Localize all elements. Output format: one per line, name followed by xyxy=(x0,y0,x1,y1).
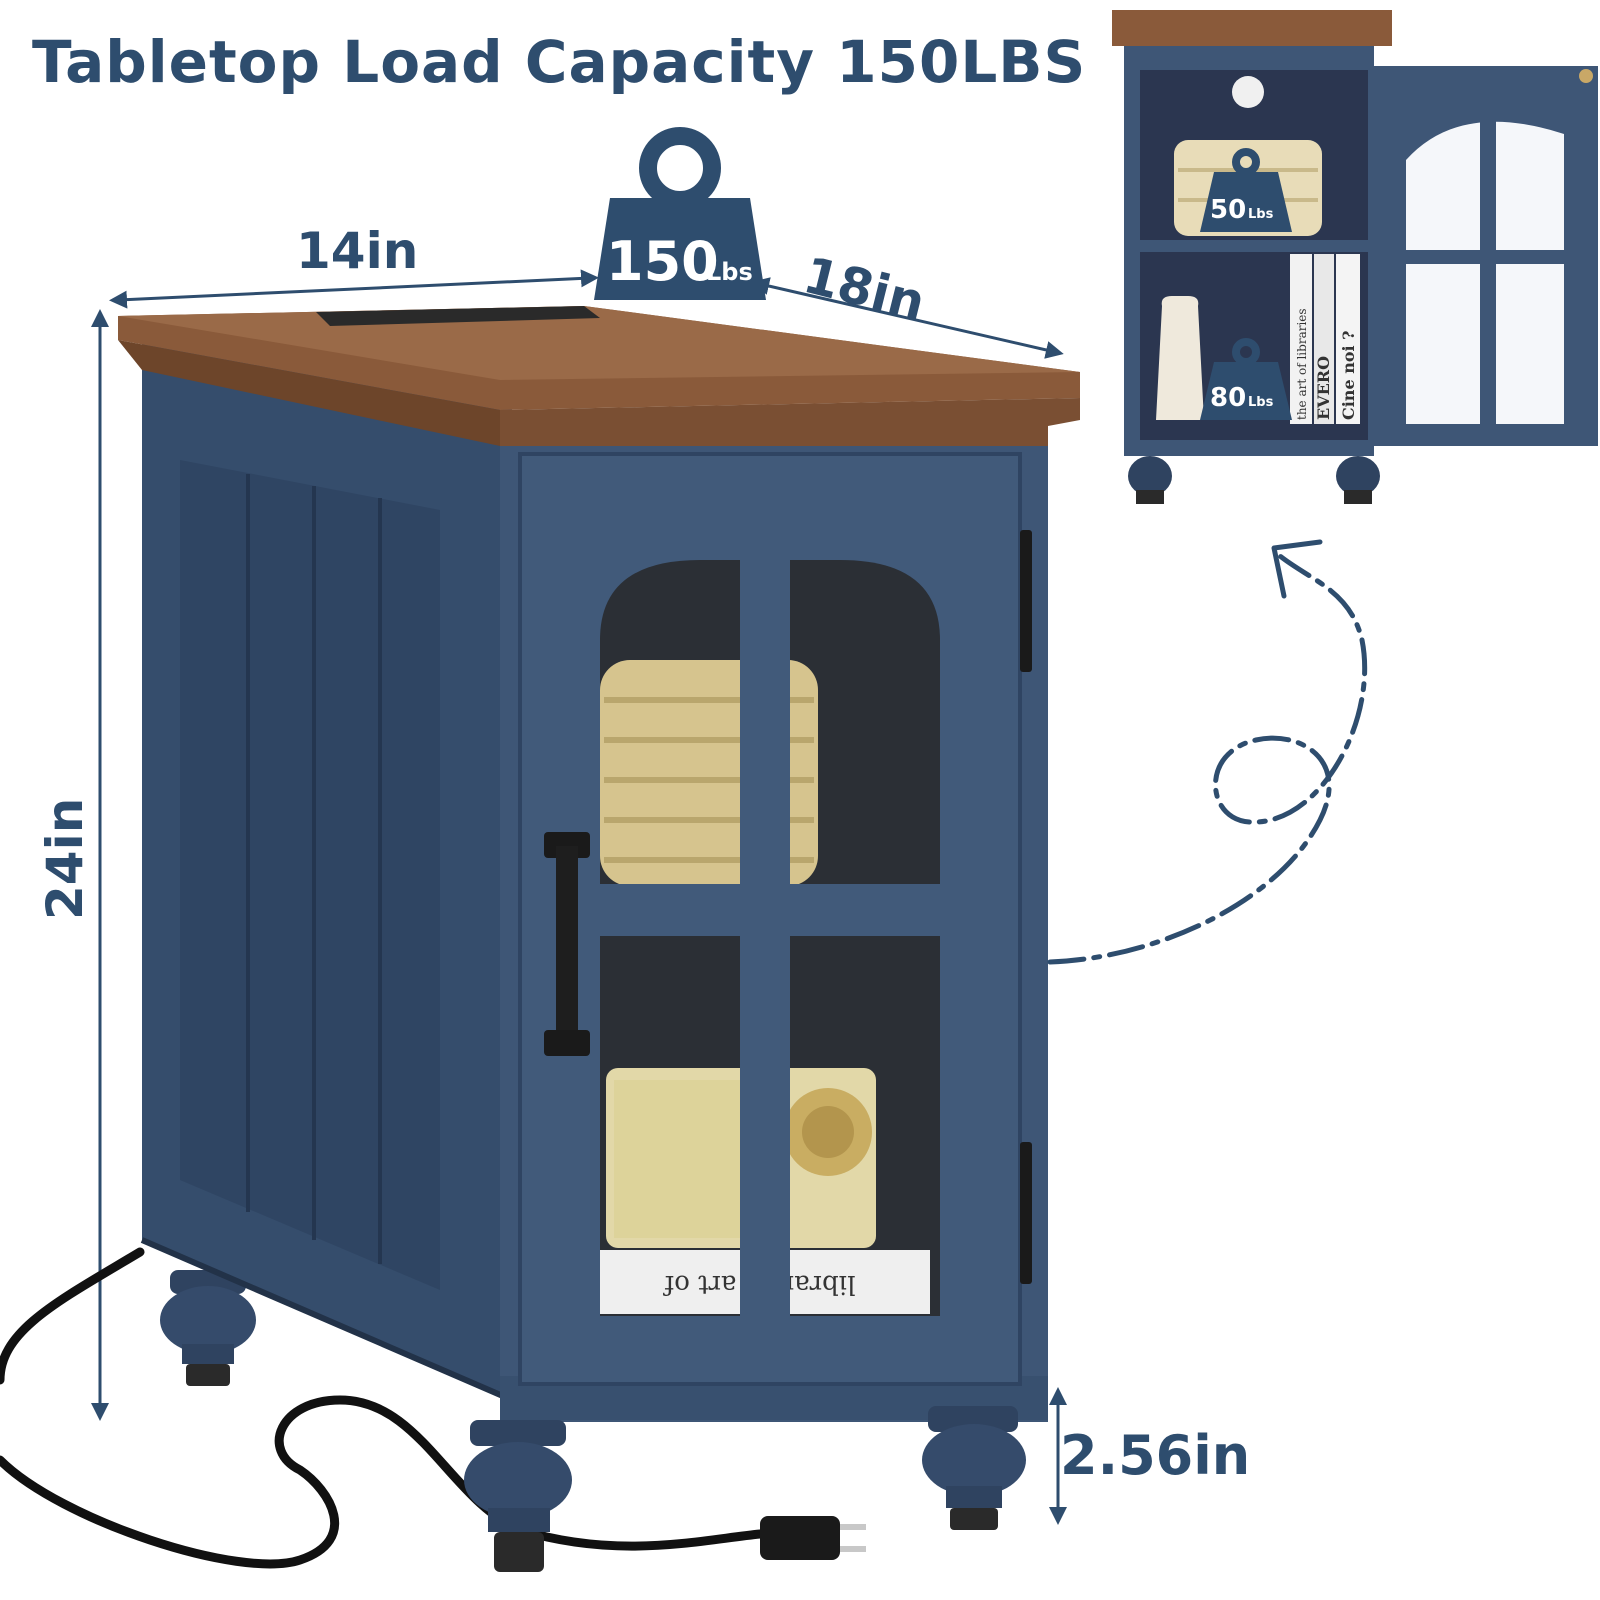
tabletop-weight-badge: 150 Lbs xyxy=(594,127,766,300)
width-dimension-line xyxy=(109,269,599,309)
tabletop-weight-value: 150 xyxy=(606,230,719,293)
front-leg-right xyxy=(922,1406,1026,1530)
curved-arrow-head xyxy=(1271,539,1323,599)
power-strip xyxy=(316,306,600,326)
lower-shelf-weight-badge: 80 Lbs xyxy=(1200,338,1292,420)
dimension-lines xyxy=(91,269,1067,1525)
upper-shelf-weight-unit: Lbs xyxy=(1248,207,1274,222)
lower-shelf-weight-unit: Lbs xyxy=(1248,395,1274,410)
upper-shelf-weight-value: 50 xyxy=(1210,195,1246,225)
plug xyxy=(760,1516,866,1560)
door-glass: libraries art of xyxy=(600,560,940,1316)
tabletop-weight-unit: Lbs xyxy=(706,258,753,286)
back-leg-left xyxy=(160,1270,256,1386)
inset-book-spine-3: Cine noi ? xyxy=(1339,330,1358,420)
headline: Tabletop Load Capacity 150LBS xyxy=(32,28,1087,96)
inset-book-spine-2: EVERO xyxy=(1314,356,1333,420)
door-handle xyxy=(544,832,590,1056)
main-cabinet: libraries art of xyxy=(118,306,1080,1572)
hinge-top xyxy=(1020,530,1032,672)
inset-open-cabinet: the art of libraries EVERO Cine noi ? xyxy=(1112,10,1598,504)
inset-book-spine-1: the art of libraries xyxy=(1295,308,1309,420)
front-leg-left xyxy=(464,1420,572,1572)
lower-shelf-weight-value: 80 xyxy=(1210,383,1246,413)
curved-dashed-arrow xyxy=(1047,553,1368,965)
hinge-bottom xyxy=(1020,1142,1032,1284)
upper-shelf-weight-badge: 50 Lbs xyxy=(1200,148,1292,232)
leg-height-dimension-label: 2.56in xyxy=(1060,1424,1251,1487)
depth-dimension-line xyxy=(751,277,1064,359)
power-cord xyxy=(0,1247,765,1569)
